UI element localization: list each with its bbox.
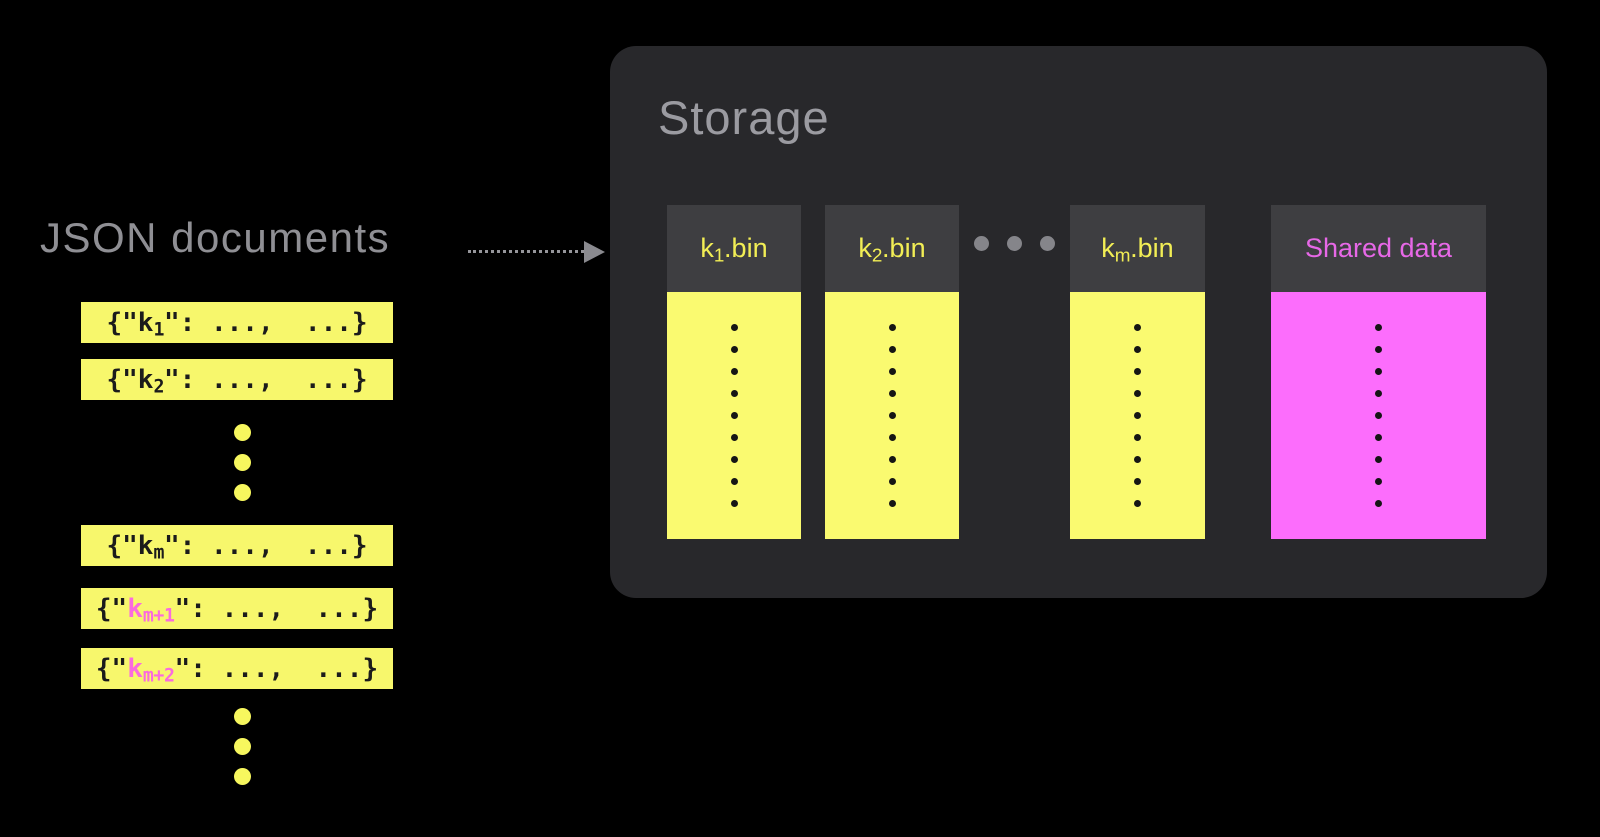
json-doc-text: {"k2": ..., ...} [106, 364, 368, 397]
bin-rows-dots [1375, 324, 1382, 507]
doc-key-subscript: 2 [153, 375, 165, 397]
doc-key: k [137, 307, 154, 338]
json-doc-text: {"km+1": ..., ...} [95, 593, 379, 626]
json-doc-bar-k2: {"k2": ..., ...} [81, 359, 393, 400]
json-documents-title: JSON documents [40, 214, 391, 261]
doc-key: k [137, 364, 154, 395]
bin-column-km: km.bin [1070, 205, 1205, 539]
json-doc-bar-k1: {"k1": ..., ...} [81, 302, 393, 343]
doc-key-highlighted: k [127, 593, 143, 624]
json-doc-text: {"km+2": ..., ...} [95, 653, 379, 686]
json-doc-text: {"k1": ..., ...} [106, 307, 368, 340]
bin-column-k2: k2.bin [825, 205, 959, 539]
left-ellipsis-dots-bottom [234, 708, 251, 785]
json-doc-text: {"km": ..., ...} [106, 530, 368, 563]
shared-data-header: Shared data [1271, 205, 1486, 292]
bin-header-label: k1.bin [700, 233, 768, 267]
bin-body-k1 [667, 292, 801, 539]
json-doc-bar-km2: {"km+2": ..., ...} [81, 648, 393, 689]
doc-key-subscript: m [153, 541, 165, 563]
storage-ellipsis-dots [974, 236, 1055, 251]
bin-column-k1: k1.bin [667, 205, 801, 539]
bin-key-subscript: 2 [871, 245, 883, 267]
bin-header-k1: k1.bin [667, 205, 801, 292]
shared-data-column: Shared data [1271, 205, 1486, 539]
doc-key-highlighted: k [127, 653, 143, 684]
bin-header-label: k2.bin [858, 233, 926, 267]
left-ellipsis-dots-mid [234, 424, 251, 501]
bin-header-k2: k2.bin [825, 205, 959, 292]
doc-key-subscript: m+1 [142, 604, 175, 626]
doc-key-subscript: m+2 [142, 664, 175, 686]
json-doc-bar-km1: {"km+1": ..., ...} [81, 588, 393, 629]
doc-key: k [137, 530, 154, 561]
maps-to-arrow-head-icon [584, 241, 605, 263]
bin-rows-dots [888, 324, 896, 507]
bin-rows-dots [730, 324, 738, 507]
bin-key-subscript: 1 [713, 245, 725, 267]
shared-data-body [1271, 292, 1486, 539]
bin-body-k2 [825, 292, 959, 539]
bin-rows-dots [1134, 324, 1141, 507]
bin-body-km [1070, 292, 1205, 539]
doc-key-subscript: 1 [153, 318, 165, 340]
bin-key-subscript: m [1114, 245, 1131, 267]
bin-header-label: km.bin [1101, 233, 1174, 267]
maps-to-arrow-line [468, 250, 584, 253]
shared-data-label: Shared data [1304, 233, 1453, 263]
bin-header-km: km.bin [1070, 205, 1205, 292]
json-doc-bar-km: {"km": ..., ...} [81, 525, 393, 566]
storage-box: Storage k1.bin k2.bin km.bin [610, 46, 1547, 598]
storage-title: Storage [658, 91, 830, 144]
